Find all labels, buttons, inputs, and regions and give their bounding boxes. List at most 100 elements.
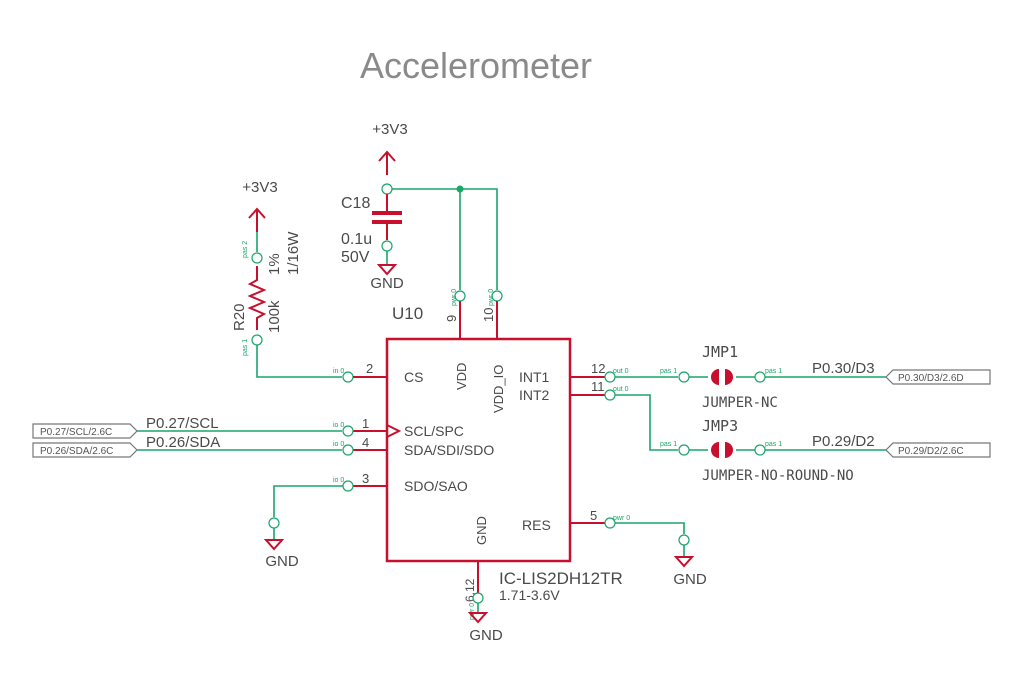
int2-pin-name: INT2 bbox=[519, 387, 550, 403]
gnd-symbol-ic bbox=[467, 603, 489, 624]
ic-part-number: IC-LIS2DH12TR bbox=[499, 569, 623, 588]
r20-pin1-connector bbox=[251, 334, 263, 346]
net-label-d3: P0.30/D3 bbox=[812, 360, 875, 377]
gnd-label-sdo: GND bbox=[265, 553, 299, 570]
int1-pin-name: INT1 bbox=[519, 369, 550, 385]
jmp3-pin-type-left: pas 1 bbox=[660, 441, 677, 448]
jmp3-type: JUMPER-NO-ROUND-NO bbox=[702, 468, 854, 484]
int1-pin-type: out 0 bbox=[613, 368, 629, 375]
sdo-gnd-connector bbox=[268, 517, 280, 529]
gnd-pin-type: pwr 0 bbox=[469, 603, 476, 620]
sdo-pin-number: 3 bbox=[362, 471, 369, 486]
supply-junction bbox=[456, 185, 464, 193]
net-flag-sda-label: P0.26/SDA/2.6C bbox=[40, 446, 113, 457]
cs-pin-type: in 0 bbox=[333, 368, 344, 375]
int1-pin-number: 12 bbox=[591, 361, 605, 376]
jmp1-pin-type-right: pas 1 bbox=[765, 368, 782, 375]
net-flag-d3-label: P0.30/D3/2.6D bbox=[898, 373, 964, 384]
scl-pin-type: io 0 bbox=[333, 422, 344, 429]
jumper-jmp1-symbol bbox=[711, 369, 733, 385]
r20-value: 100k bbox=[266, 300, 283, 333]
c18-ref: C18 bbox=[341, 195, 370, 212]
gnd-symbol-res bbox=[673, 545, 695, 568]
vcc-symbol-left bbox=[248, 207, 266, 232]
jmp1-right-connector bbox=[754, 371, 766, 383]
r20-tolerance: 1% bbox=[266, 253, 283, 275]
sda-pin-type: io 0 bbox=[333, 441, 344, 448]
sdo-pin-name: SDO/SAO bbox=[404, 478, 468, 494]
vdd-pin-type: pwr 0 bbox=[451, 289, 458, 306]
int2-pin-number: 11 bbox=[591, 379, 605, 394]
sdo-pin-type: io 0 bbox=[333, 477, 344, 484]
scl-pin-name: SCL/SPC bbox=[404, 423, 464, 439]
r20-pin1-type: pas 1 bbox=[242, 339, 249, 356]
res-gnd-connector bbox=[678, 534, 690, 546]
ic-ref: U10 bbox=[392, 304, 423, 323]
jmp1-pin-type-left: pas 1 bbox=[660, 368, 677, 375]
c18-pin1-connector bbox=[381, 183, 393, 195]
gnd-symbol-sdo bbox=[263, 528, 285, 551]
res-gnd-wire bbox=[615, 522, 685, 534]
vdd-pin-name: VDD bbox=[454, 363, 469, 390]
res-pin-name: RES bbox=[522, 517, 551, 533]
gnd-label-c18: GND bbox=[370, 275, 404, 292]
gnd-label-ic: GND bbox=[469, 627, 503, 644]
sda-pin-name: SDA/SDI/SDO bbox=[404, 442, 494, 458]
gnd-label-res: GND bbox=[673, 571, 707, 588]
jmp1-ref: JMP1 bbox=[702, 343, 738, 361]
sdo-pin-connector bbox=[342, 480, 354, 492]
sdo-gnd-wire bbox=[273, 485, 343, 517]
gnd-pin-name: GND bbox=[474, 516, 489, 545]
jmp3-right-connector bbox=[754, 444, 766, 456]
scl-pin-number: 1 bbox=[362, 416, 369, 431]
net-label-scl: P0.27/SCL bbox=[146, 415, 219, 432]
sheet-title: Accelerometer bbox=[360, 45, 592, 86]
int2-wire bbox=[615, 394, 678, 451]
net-flag-sda bbox=[32, 442, 138, 458]
sda-pin-number: 4 bbox=[362, 435, 369, 450]
jmp1-type: JUMPER-NC bbox=[702, 395, 778, 411]
sda-pin-connector bbox=[342, 444, 354, 456]
ic-voltage-range: 1.71-3.6V bbox=[499, 587, 560, 603]
cs-pin-connector bbox=[342, 371, 354, 383]
r20-pin2-type: pas 2 bbox=[242, 241, 249, 258]
jmp3-ref: JMP3 bbox=[702, 417, 738, 435]
net-flag-d2-label: P0.29/D2/2.6C bbox=[898, 446, 964, 457]
net-label-sda: P0.26/SDA bbox=[146, 434, 220, 451]
net-flag-scl-label: P0.27/SCL/2.6C bbox=[40, 427, 112, 438]
net-flag-d3 bbox=[885, 369, 991, 385]
scl-pin-connector bbox=[342, 425, 354, 437]
vcc-label-top: +3V3 bbox=[372, 121, 407, 138]
clock-input-marker bbox=[386, 424, 402, 438]
cs-wire bbox=[256, 345, 342, 378]
r20-power: 1/16W bbox=[285, 231, 302, 275]
cs-pin-name: CS bbox=[404, 369, 423, 385]
vdd-io-pin-type: pwr 0 bbox=[488, 289, 495, 306]
jmp3-pin-type-right: pas 1 bbox=[765, 441, 782, 448]
int2-pin-type: out 0 bbox=[613, 386, 629, 393]
vcc-symbol-top bbox=[378, 150, 396, 175]
vdd-io-pin-name: VDD_IO bbox=[491, 365, 506, 413]
res-pin-number: 5 bbox=[590, 508, 597, 523]
net-flag-d2 bbox=[885, 442, 991, 458]
res-pin-type: pwr 0 bbox=[613, 515, 630, 522]
vdd-io-pin-number: 10 bbox=[481, 308, 496, 322]
jumper-jmp3-symbol bbox=[711, 442, 733, 458]
jmp1-left-connector bbox=[678, 371, 690, 383]
vdd-pin-number: 9 bbox=[444, 315, 459, 322]
r20-ref: R20 bbox=[231, 303, 248, 331]
net-label-d2: P0.29/D2 bbox=[812, 433, 875, 450]
c18-voltage: 50V bbox=[341, 249, 370, 266]
net-flag-scl bbox=[32, 423, 138, 439]
cs-pin-number: 2 bbox=[366, 361, 373, 376]
jmp3-left-connector bbox=[678, 444, 690, 456]
c18-value: 0.1u bbox=[341, 231, 372, 248]
resistor-r20-symbol bbox=[247, 266, 267, 330]
vcc-label-left: +3V3 bbox=[242, 179, 277, 196]
c18-pin2-connector bbox=[381, 240, 393, 252]
r20-pin2-connector bbox=[251, 252, 263, 264]
gnd-symbol-c18 bbox=[376, 251, 398, 276]
gnd-pin-connector bbox=[472, 592, 484, 604]
vdd-io-supply-wire bbox=[392, 188, 498, 290]
